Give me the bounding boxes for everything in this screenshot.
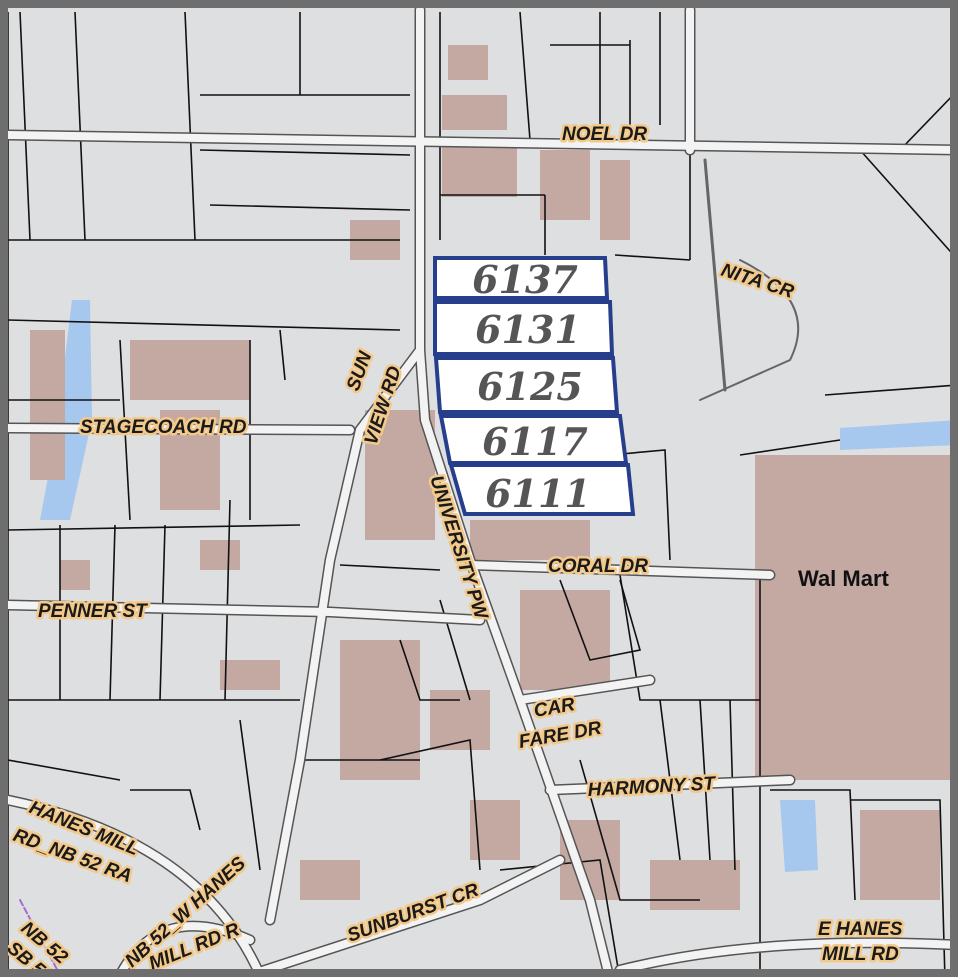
label-noel-dr: NOEL DR (562, 124, 647, 145)
parcel-6131[interactable]: 6131 (433, 300, 615, 356)
label-nita-cr: NITA CR (718, 260, 796, 303)
label-e-hanes: E HANES (818, 919, 903, 940)
parcel-6131-label: 6131 (475, 307, 581, 352)
pond-south (780, 800, 818, 872)
label-stagecoach-rd: STAGECOACH RD (80, 417, 247, 438)
pond-east (840, 420, 950, 450)
parcel-6111[interactable]: 6111 (448, 463, 636, 516)
label-mill-rd: MILL RD (822, 944, 899, 965)
parcel-6137[interactable]: 6137 (433, 256, 610, 302)
label-harmony-st: HARMONY ST (587, 773, 717, 801)
parcel-6125[interactable]: 6125 (433, 356, 620, 414)
label-penner-st: PENNER ST (38, 601, 148, 622)
parcel-6117[interactable]: 6117 (438, 414, 629, 465)
label-coral-dr: CORAL DR (548, 556, 648, 577)
parcel-6137-label: 6137 (472, 257, 578, 302)
label-sun: SUN (343, 348, 377, 394)
parcel-lines (8, 11, 950, 969)
parcel-6111-label: 6111 (485, 471, 591, 516)
landmark-walmart: Wal Mart (798, 566, 890, 591)
building-walmart (755, 455, 950, 780)
parcel-6117-label: 6117 (482, 419, 588, 464)
parcel-6125-label: 6125 (477, 364, 583, 409)
buildings (30, 45, 950, 910)
label-sunburst-cr: SUNBURST CR (345, 880, 482, 947)
highlighted-parcels: 6137 6131 6125 6117 6111 (433, 256, 636, 516)
roads (8, 8, 950, 969)
